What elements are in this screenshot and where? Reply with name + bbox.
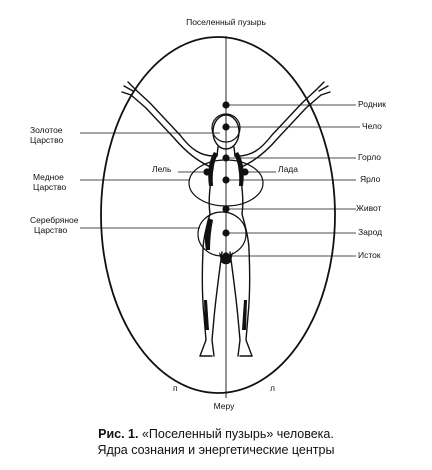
label-chelo: Чело	[362, 121, 382, 131]
label-lada: Лада	[278, 164, 298, 174]
human-figure	[121, 81, 331, 357]
label-zarod: Зарод	[358, 227, 383, 237]
figure-caption-line-1: Рис. 1. «Поселенный пузырь» человека.	[0, 426, 432, 442]
label-left-foot: п	[173, 383, 178, 393]
figure-caption-line-2: Ядра сознания и энергетические центры	[97, 443, 335, 457]
label-yarlo: Ярло	[360, 174, 381, 184]
golden-core-ring	[211, 113, 241, 143]
label-gorlo: Горло	[358, 152, 381, 162]
label-right-foot: л	[270, 383, 275, 393]
label-copper-kingdom-2: Царство	[33, 182, 67, 192]
label-istok: Исток	[358, 250, 381, 260]
label-settled-bubble: Поселенный пузырь	[186, 17, 266, 27]
settled-bubble-ellipse	[100, 36, 336, 394]
center-lada	[241, 168, 249, 176]
center-lel	[203, 168, 211, 176]
figure-shading	[204, 152, 247, 330]
label-meru: Меру	[213, 401, 235, 411]
label-lel: Лель	[152, 164, 172, 174]
label-silver-kingdom-2: Царство	[34, 225, 68, 235]
label-copper-kingdom-1: Медное	[33, 172, 64, 182]
leader-lines	[80, 104, 360, 257]
silver-core-ring	[197, 211, 247, 257]
label-zhivot: Живот	[356, 203, 382, 213]
figure-caption-text-1: «Поселенный пузырь» человека.	[141, 427, 334, 441]
label-golden-kingdom-2: Царство	[30, 135, 64, 145]
label-silver-kingdom-1: Серебряное	[30, 215, 79, 225]
figure-number: Рис. 1.	[98, 427, 139, 441]
label-golden-kingdom-1: Золотое	[30, 125, 63, 135]
label-rodnik: Родник	[358, 99, 386, 109]
